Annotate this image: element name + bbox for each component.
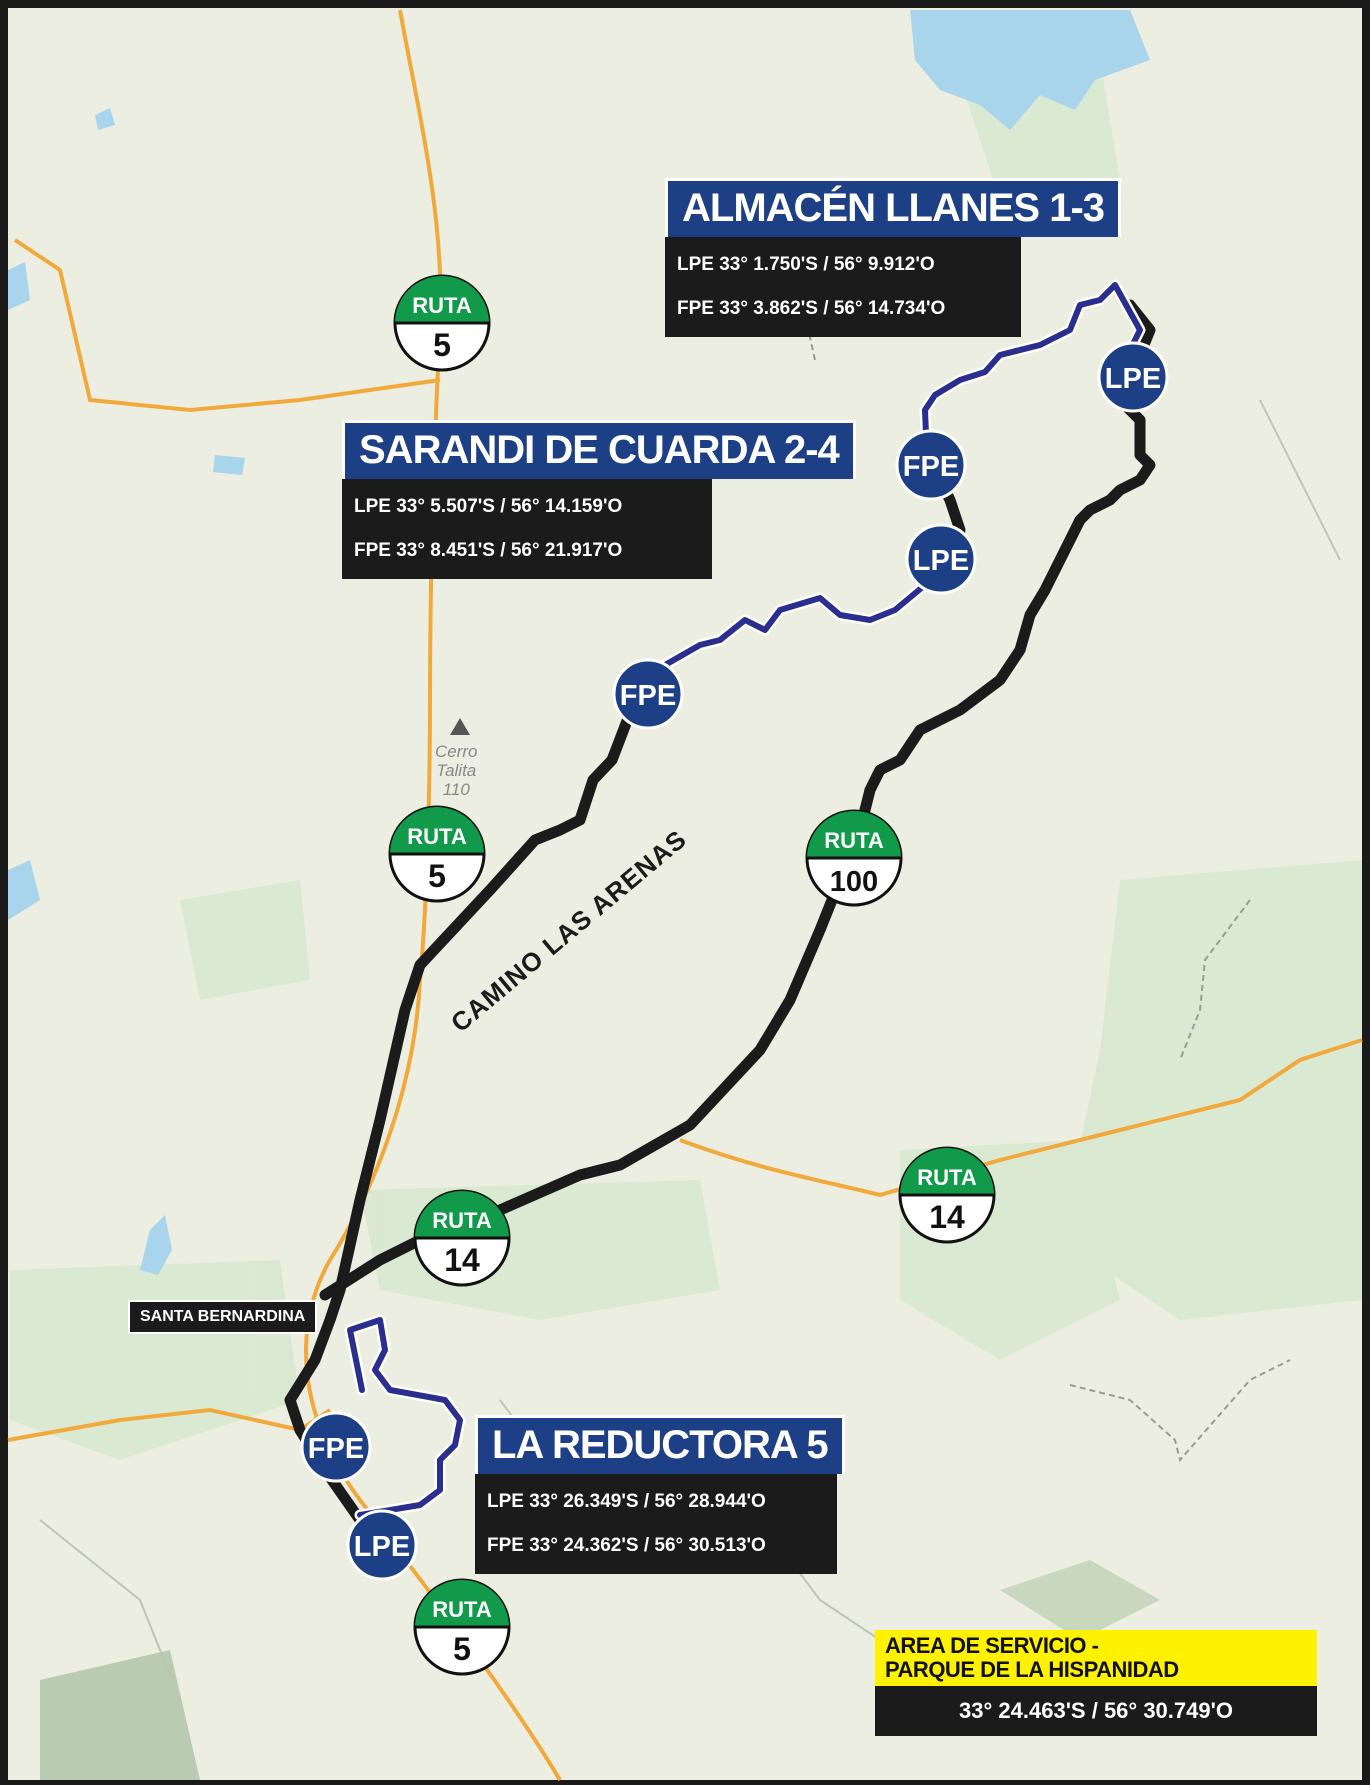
fpe-marker-label: FPE	[308, 1433, 364, 1465]
stage-fpe-coords: FPE 33° 24.362'S / 56° 30.513'O	[487, 1535, 766, 1556]
town-label: SANTA BERNARDINA	[128, 1300, 318, 1334]
stage-coords: LPE 33° 26.349'S / 56° 28.944'O FPE 33° …	[475, 1474, 837, 1574]
fpe-marker: FPE	[895, 429, 967, 501]
route-shield-number: 100	[830, 866, 878, 898]
service-area-box: AREA DE SERVICIO - PARQUE DE LA HISPANID…	[875, 1630, 1317, 1736]
route-shield-5: RUTA 5	[388, 805, 486, 903]
peak-elevation: 110	[442, 780, 470, 799]
route-shield-word: RUTA	[412, 293, 472, 318]
lpe-marker: LPE	[346, 1509, 418, 1581]
route-shield-100: RUTA 100	[805, 809, 903, 907]
route-shield-word: RUTA	[917, 1165, 977, 1190]
service-area-coords: 33° 24.463'S / 56° 30.749'O	[875, 1686, 1317, 1736]
water-bodies	[8, 10, 1150, 1275]
route-shield-number: 5	[428, 858, 446, 894]
stage-title: SARANDI DE CUARDA 2-4	[342, 420, 856, 479]
fpe-marker-label: FPE	[903, 451, 959, 483]
service-title-line1: AREA DE SERVICIO -	[885, 1633, 1099, 1658]
stage-fpe-coords: FPE 33° 8.451'S / 56° 21.917'O	[354, 540, 623, 561]
route-shield-word: RUTA	[824, 828, 884, 853]
lpe-marker-label: LPE	[354, 1531, 410, 1563]
stage-coords: LPE 33° 1.750'S / 56° 9.912'O FPE 33° 3.…	[665, 237, 1021, 337]
service-title-line2: PARQUE DE LA HISPANIDAD	[885, 1657, 1179, 1682]
stage-la-reductora: LA REDUCTORA 5 LPE 33° 26.349'S / 56° 28…	[475, 1415, 845, 1574]
route-shield-5: RUTA 5	[413, 1578, 511, 1676]
fpe-marker: FPE	[300, 1411, 372, 1483]
route-shield-word: RUTA	[432, 1208, 492, 1233]
stage-lpe-coords: LPE 33° 1.750'S / 56° 9.912'O	[677, 254, 935, 275]
stage-almacen-llanes: ALMACÉN LLANES 1-3 LPE 33° 1.750'S / 56°…	[665, 178, 1122, 337]
fpe-marker-label: FPE	[620, 680, 676, 712]
route-shield-14: RUTA 14	[898, 1146, 996, 1244]
route-shield-5: RUTA 5	[393, 274, 491, 372]
lpe-marker-label: LPE	[913, 545, 969, 577]
route-shield-number: 14	[929, 1199, 965, 1235]
route-shield-word: RUTA	[432, 1597, 492, 1622]
special-stage-routes	[344, 279, 1146, 1521]
peak-name-line2: Talita	[436, 761, 477, 780]
stage-lpe-coords: LPE 33° 5.507'S / 56° 14.159'O	[354, 496, 623, 517]
route-shield-14: RUTA 14	[413, 1189, 511, 1287]
stage-sarandi-de-cuarda: SARANDI DE CUARDA 2-4 LPE 33° 5.507'S / …	[342, 420, 856, 579]
peak-icon	[450, 718, 470, 735]
fpe-marker: FPE	[612, 658, 684, 730]
peak-label: Cerro Talita 110	[435, 742, 478, 799]
route-shield-number: 5	[453, 1631, 471, 1667]
peak-name-line1: Cerro	[435, 742, 478, 761]
stage-fpe-coords: FPE 33° 3.862'S / 56° 14.734'O	[677, 298, 946, 319]
lpe-marker: LPE	[905, 523, 977, 595]
park-area	[40, 1650, 200, 1780]
lpe-marker-label: LPE	[1105, 363, 1161, 395]
route-shield-word: RUTA	[407, 824, 467, 849]
stage-lpe-coords: LPE 33° 26.349'S / 56° 28.944'O	[487, 1491, 766, 1512]
stage-title: LA REDUCTORA 5	[475, 1415, 845, 1474]
lpe-marker: LPE	[1097, 341, 1169, 413]
minor-roads	[804, 314, 1291, 1463]
route-shield-number: 14	[444, 1242, 480, 1278]
stage-title: ALMACÉN LLANES 1-3	[665, 178, 1122, 237]
route-shield-number: 5	[433, 327, 451, 363]
stage-coords: LPE 33° 5.507'S / 56° 14.159'O FPE 33° 8…	[342, 479, 712, 579]
service-area-title: AREA DE SERVICIO - PARQUE DE LA HISPANID…	[875, 1630, 1317, 1686]
